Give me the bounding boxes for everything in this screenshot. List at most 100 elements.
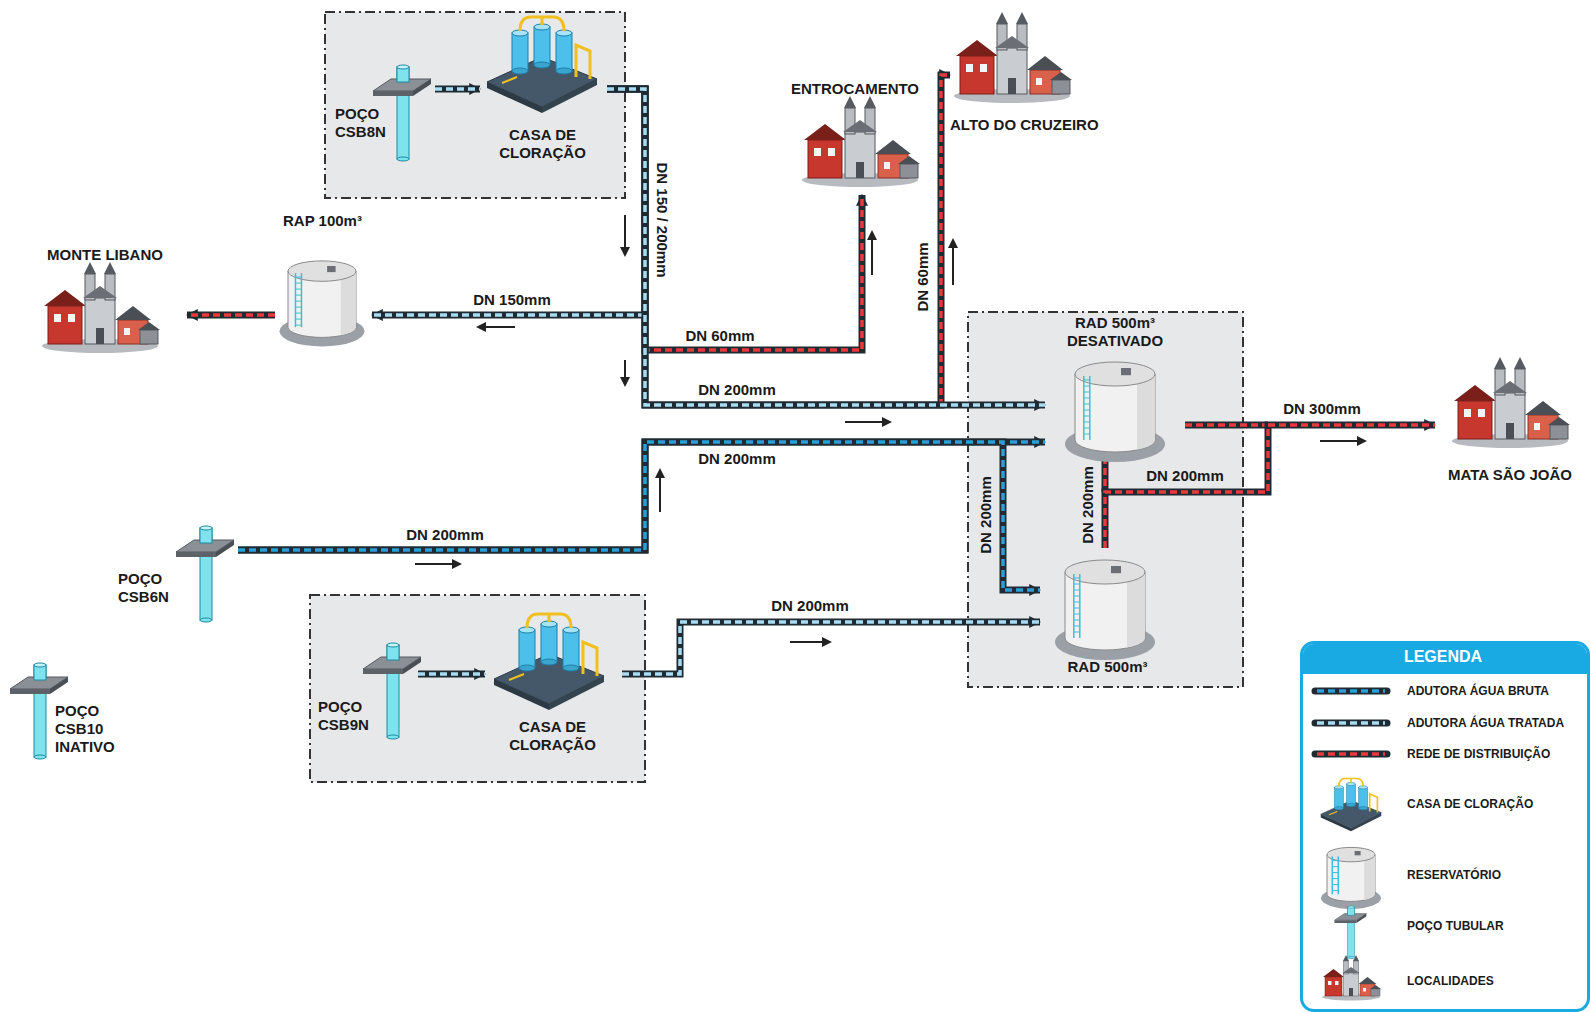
pipe-outline <box>238 442 1040 590</box>
well-node: POÇO CSB10 INATIVO <box>12 665 132 773</box>
town-symbol <box>802 96 920 187</box>
drawing-part <box>1348 906 1355 908</box>
drawing-part <box>1321 801 1382 829</box>
drawing-part <box>84 262 96 274</box>
drawing-part <box>387 643 399 647</box>
node-label: RAD 500m³ <box>1040 658 1175 676</box>
drawing-part <box>1074 578 1080 579</box>
drawing-part <box>1339 779 1363 787</box>
drawing-part <box>1074 608 1080 609</box>
drawing-part <box>541 624 557 662</box>
res-symbol <box>1321 847 1381 909</box>
pipe-outline <box>607 75 950 405</box>
drawing-part <box>1335 981 1339 985</box>
drawing-part <box>1052 80 1070 94</box>
node-label: CASA DE CLORAÇÃO <box>485 718 620 754</box>
town-symbol <box>42 262 160 353</box>
drawing-part <box>1320 440 1365 442</box>
drawing-part <box>1074 590 1080 591</box>
drawing-part <box>1074 614 1080 615</box>
drawing-part <box>1370 794 1378 813</box>
drawing-part <box>1353 955 1359 961</box>
drawing-part <box>1454 385 1496 401</box>
drawing-part <box>85 298 115 344</box>
drawing-part <box>288 261 356 281</box>
town-node: ALTO DO CRUZEIRO <box>950 28 1152 143</box>
drawing-part <box>1332 860 1338 861</box>
drawing-part <box>48 306 82 344</box>
drawing-part <box>843 120 877 132</box>
town-node: ENTROCAMENTO <box>775 80 937 195</box>
drawing-part <box>1525 401 1561 415</box>
drawing-part <box>804 124 846 140</box>
node-label: CASA DE CLORAÇÃO <box>480 126 605 162</box>
drawing-part <box>1016 12 1028 24</box>
drawing-part <box>844 96 856 108</box>
drawing-part <box>534 27 550 65</box>
drawing-part <box>1514 357 1526 369</box>
drawing-part <box>397 65 409 69</box>
drawing-part <box>519 630 535 668</box>
drawing-part <box>864 96 876 108</box>
casa-symbol <box>1321 779 1382 832</box>
drawing-part <box>1343 955 1349 961</box>
drawing-part <box>54 314 61 322</box>
drawing-part <box>1074 584 1080 585</box>
town-symbol <box>1452 357 1570 448</box>
drawing-part <box>624 215 626 255</box>
node-label: POÇO CSB9N <box>318 698 383 734</box>
pipe-diameter: DN 200mm <box>771 597 849 615</box>
drawing-part <box>1355 851 1361 855</box>
group-area <box>310 595 645 782</box>
drawing-part <box>659 470 661 512</box>
well-node: POÇO CSB9N <box>318 640 418 748</box>
drawing-part <box>1349 988 1353 996</box>
drawing-part <box>397 67 409 159</box>
pipe-fill <box>372 89 645 315</box>
drawing-part <box>115 306 151 320</box>
well-symbol <box>363 643 421 739</box>
pipe-diameter: DN 200mm <box>698 381 776 399</box>
pipe-outline <box>1315 720 1387 727</box>
drawing-part <box>403 657 421 674</box>
well-symbol <box>1335 906 1367 959</box>
treated-pipe <box>435 89 480 90</box>
drawing-part <box>1328 981 1332 985</box>
drawing-part <box>295 319 301 320</box>
drawing-part <box>295 313 301 314</box>
drawing-part <box>1074 620 1080 621</box>
drawing-part <box>1347 784 1356 805</box>
legend-sample <box>1315 723 1387 724</box>
res-symbol <box>280 261 365 347</box>
group-area <box>325 12 625 198</box>
drawing-part <box>295 283 301 284</box>
node-label: ENTROCAMENTO <box>775 80 935 98</box>
pipe-diameter: DN 60mm <box>914 242 932 311</box>
drawing-part <box>512 68 528 74</box>
drawing-part <box>10 689 50 694</box>
treated-pipe <box>372 89 645 315</box>
drawing-part <box>952 240 954 285</box>
res-symbol <box>1055 560 1155 660</box>
drawing-part <box>1494 357 1506 369</box>
node-label: ALTO DO CRUZEIRO <box>950 116 1150 134</box>
drawing-part <box>1370 985 1381 989</box>
casa-node: CASA DE CLORAÇÃO <box>480 22 607 172</box>
legend-sample <box>1321 847 1381 909</box>
drawing-part <box>216 540 234 557</box>
drawing-part <box>624 360 626 385</box>
drawing-part <box>1371 989 1380 996</box>
pipe-outline <box>1315 751 1387 758</box>
drawing-part <box>1084 404 1090 405</box>
legend-sample <box>1315 754 1387 755</box>
drawing-part <box>1335 807 1344 810</box>
pipe-fill <box>418 672 485 676</box>
drawing-part <box>1347 803 1356 806</box>
res-node: RAD 500m³ DESATIVADO <box>1045 314 1187 457</box>
drawing-part <box>856 162 864 178</box>
drawing-part <box>845 421 890 423</box>
drawing-part <box>1329 812 1337 815</box>
drawing-part <box>96 328 104 344</box>
casa-symbol <box>494 614 604 710</box>
pipe-outline <box>607 89 1045 405</box>
